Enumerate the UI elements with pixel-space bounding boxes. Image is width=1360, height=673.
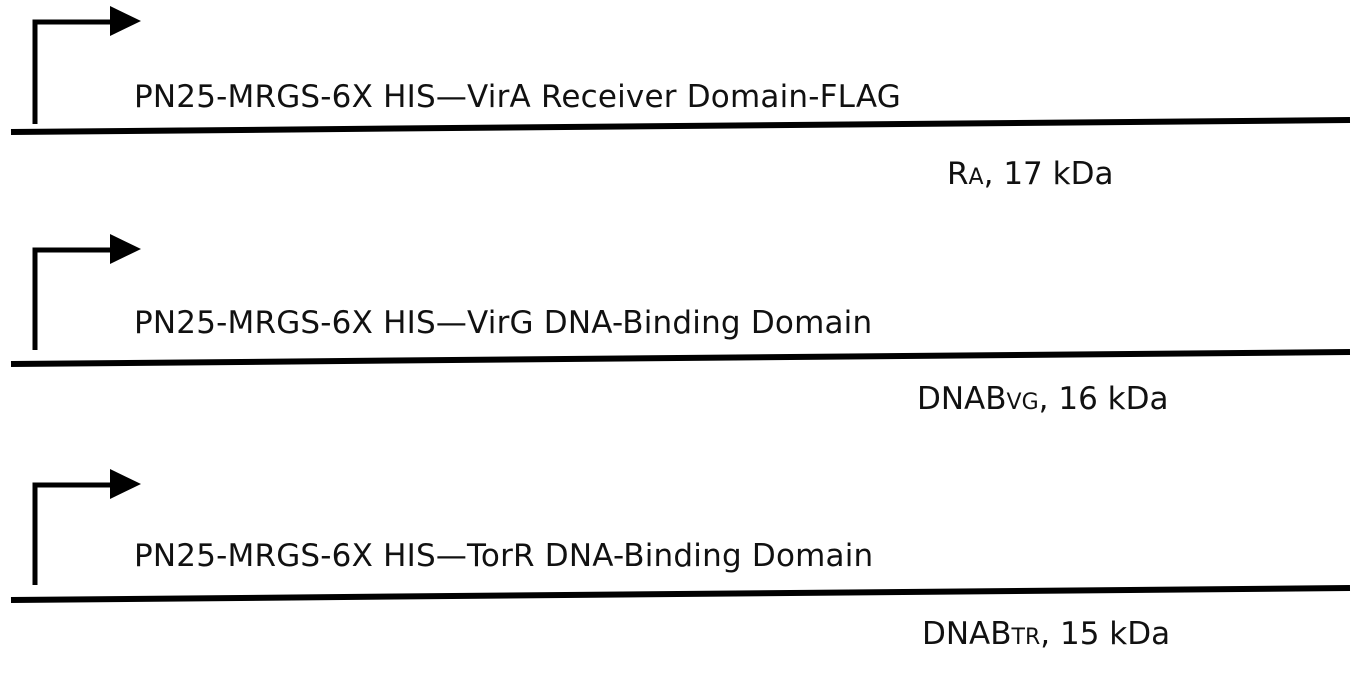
product-name: DNAB	[917, 381, 1007, 417]
promoter-arrow-icon	[32, 247, 116, 350]
construct-torR: PN25-MRGS-6X HIS—TorR DNA-Binding Domain…	[0, 463, 1360, 673]
product-name: DNAB	[922, 616, 1012, 652]
promoter-arrow-icon	[32, 19, 116, 124]
promoter-arrow-icon	[32, 482, 116, 585]
construct-virA-graphic	[10, 6, 1351, 135]
product-subscript: A	[968, 165, 984, 190]
product-name: R	[947, 156, 969, 192]
construct-label: PN25-MRGS-6X HIS—VirA Receiver Domain-FL…	[134, 79, 901, 115]
product-size: , 16 kDa	[1038, 381, 1169, 417]
product-label: DNABVG, 16 kDa	[917, 381, 1168, 421]
product-subscript: TR	[1011, 625, 1041, 650]
promoter-arrowhead-icon	[110, 234, 141, 264]
construct-torR-graphic	[10, 469, 1351, 603]
product-size: , 15 kDa	[1040, 616, 1171, 652]
promoter-arrowhead-icon	[110, 469, 141, 499]
construct-virG: PN25-MRGS-6X HIS—VirG DNA-Binding Domain…	[0, 228, 1360, 438]
product-size: , 17 kDa	[983, 156, 1114, 192]
product-label: DNABTR, 15 kDa	[922, 616, 1170, 656]
promoter-arrowhead-icon	[110, 6, 141, 36]
dna-backbone-line	[10, 117, 1351, 135]
construct-label: PN25-MRGS-6X HIS—TorR DNA-Binding Domain	[134, 538, 874, 574]
dna-backbone-line	[10, 349, 1351, 367]
construct-virG-graphic	[10, 234, 1351, 367]
dna-backbone-line	[10, 585, 1351, 603]
construct-virA: PN25-MRGS-6X HIS—VirA Receiver Domain-FL…	[0, 0, 1360, 210]
product-label: RA, 17 kDa	[947, 156, 1113, 196]
construct-label: PN25-MRGS-6X HIS—VirG DNA-Binding Domain	[134, 305, 873, 341]
product-subscript: VG	[1006, 390, 1039, 415]
